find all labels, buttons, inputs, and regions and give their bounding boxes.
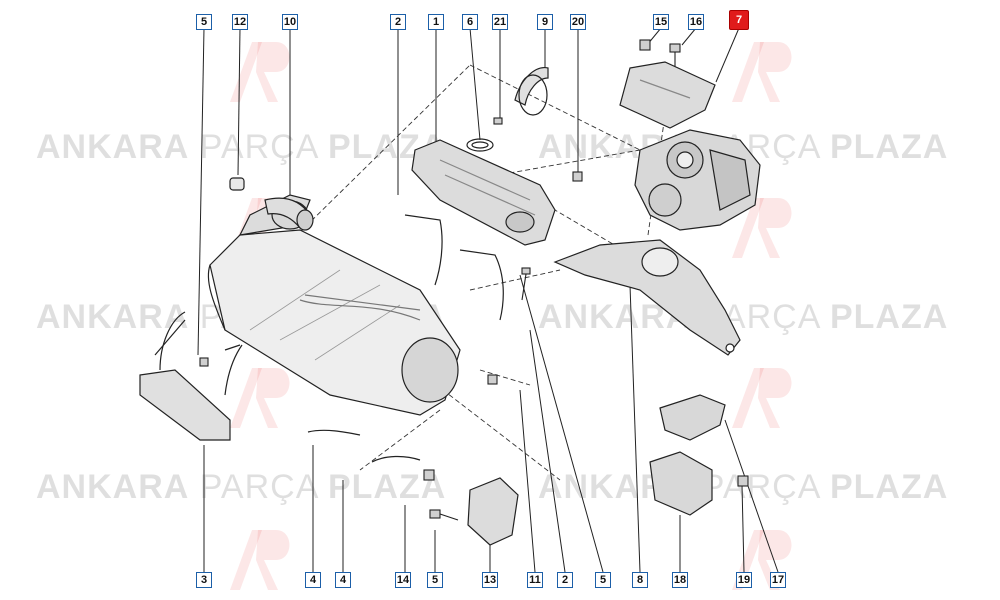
- callout-label: 3: [196, 572, 212, 588]
- callout-label: 14: [395, 572, 411, 588]
- callout-label: 13: [482, 572, 498, 588]
- bolt: [199, 39, 749, 521]
- callout-label: 19: [736, 572, 752, 588]
- callout-label: 18: [672, 572, 688, 588]
- callout-label: 9: [537, 14, 553, 30]
- callout-label: 17: [770, 572, 786, 588]
- callout-label: 11: [527, 572, 543, 588]
- callout-label: 15: [653, 14, 669, 30]
- callout-label: 2: [390, 14, 406, 30]
- callout-label: 4: [305, 572, 321, 588]
- callout-label: 8: [632, 572, 648, 588]
- heat-shield-bracket: [467, 477, 519, 546]
- sensor-cap: [229, 177, 245, 191]
- turbo-heat-shield: [619, 61, 716, 129]
- pipe-clamp: [307, 429, 421, 463]
- particle-filter-canister: [207, 194, 461, 416]
- callout-label: 4: [335, 572, 351, 588]
- callout-label: 20: [570, 14, 586, 30]
- callout-label: 21: [492, 14, 508, 30]
- v-band-clamp: [514, 67, 549, 116]
- callout-label: 2: [557, 572, 573, 588]
- callout-label: 5: [595, 572, 611, 588]
- support-bracket-lower: [649, 451, 713, 516]
- callout-label: 16: [688, 14, 704, 30]
- callout-label: 6: [462, 14, 478, 30]
- support-bracket-upper: [659, 394, 726, 441]
- callout-label-highlighted[interactable]: 7: [729, 10, 749, 30]
- callout-label: 5: [427, 572, 443, 588]
- leader-lines: [197, 27, 779, 573]
- gasket-ring: [466, 138, 494, 152]
- callout-label: 1: [428, 14, 444, 30]
- heat-shield-upper: [411, 139, 556, 246]
- front-bracket: [139, 311, 243, 441]
- exhaust-elbow-pipe: [264, 197, 314, 231]
- callout-label: 5: [196, 14, 212, 30]
- callout-label: 10: [282, 14, 298, 30]
- callout-label: 12: [232, 14, 248, 30]
- heat-shield-lower: [553, 239, 741, 356]
- mounting-strap: [404, 214, 504, 321]
- turbocharger: [634, 129, 761, 231]
